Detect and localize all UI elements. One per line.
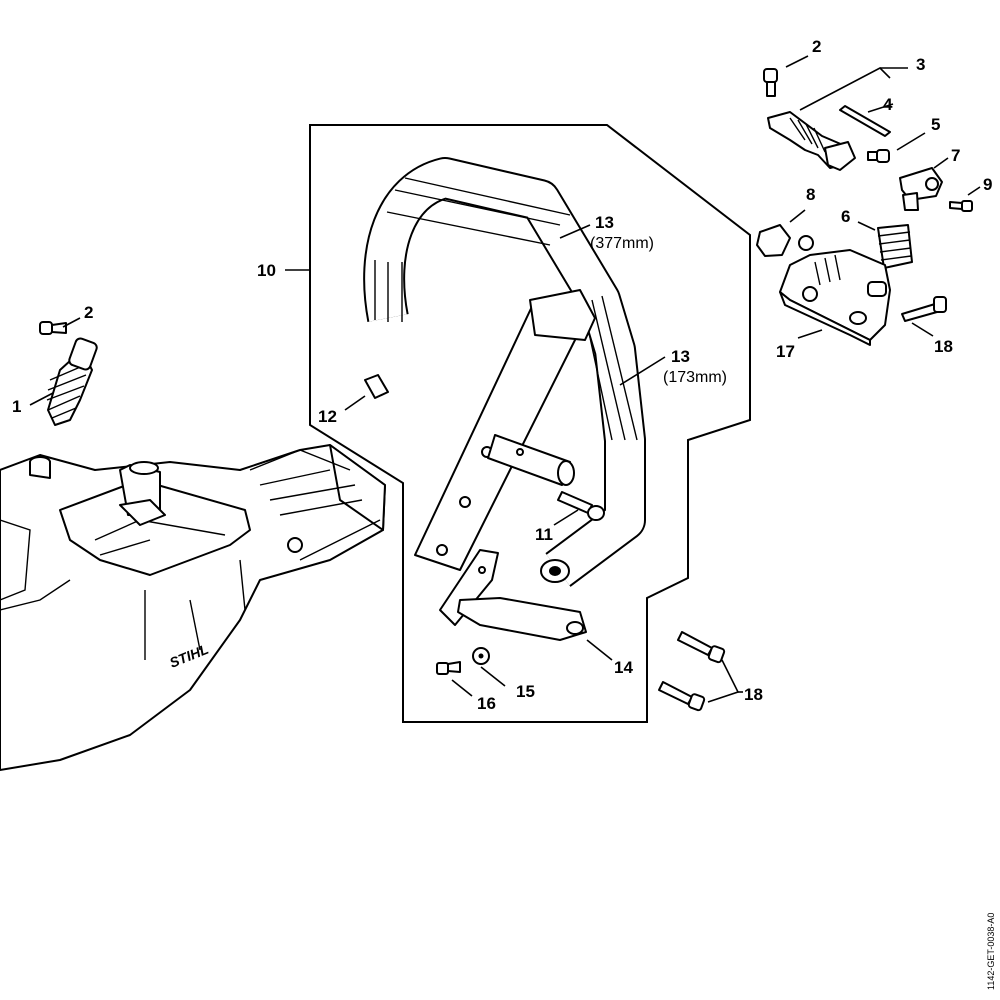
callout-2-top: 2 (812, 37, 821, 56)
screw-9 (949, 200, 973, 212)
sleeve-12 (364, 374, 389, 399)
spacer-tube (487, 434, 575, 486)
callout-13-upper-length: (377mm) (590, 235, 654, 252)
handlebar-assembly-frame (309, 124, 751, 723)
screw-16 (436, 661, 461, 675)
screw-18-top (901, 296, 947, 322)
callout-9: 9 (983, 175, 992, 194)
drawing-reference-code: 1142-GET-0038-A0 (986, 912, 996, 990)
handle-strut (414, 289, 596, 571)
small-screw-5 (867, 149, 890, 163)
callout-18-bottom: 18 (744, 685, 763, 704)
long-pin (839, 105, 891, 137)
screw-11 (557, 491, 605, 521)
callout-13-upper: 13 (595, 213, 614, 232)
callout-6: 6 (841, 207, 850, 226)
callout-8: 8 (806, 185, 815, 204)
callout-2-left: 2 (84, 303, 93, 322)
callout-1: 1 (12, 397, 21, 416)
plug-8 (756, 224, 791, 257)
callout-18-top: 18 (934, 337, 953, 356)
callout-11: 11 (535, 525, 553, 544)
callout-4: 4 (883, 95, 893, 114)
callout-5: 5 (931, 115, 940, 134)
handlebar (363, 157, 646, 587)
screw-left (39, 321, 67, 335)
engine-housing: STIHL (0, 444, 386, 771)
washer-15 (472, 647, 490, 665)
callout-17: 17 (776, 342, 795, 361)
annular-buffer-top (767, 111, 856, 171)
handguard-14 (439, 549, 587, 641)
screw-top (763, 68, 778, 97)
callout-13-lower-length: (173mm) (663, 369, 727, 386)
spring-6 (877, 224, 913, 269)
leader-lines (29, 55, 981, 703)
callouts: 1 2 2 3 4 5 6 7 8 9 10 11 12 13 (377mm) … (12, 37, 992, 713)
callout-12: 12 (318, 407, 337, 426)
callout-15: 15 (516, 682, 535, 701)
mount-bracket-17 (779, 235, 891, 346)
annular-buffer-left (46, 337, 98, 426)
callout-7: 7 (951, 146, 960, 165)
clamp-7 (899, 167, 943, 211)
callout-16: 16 (477, 694, 496, 713)
callout-13-lower: 13 (671, 347, 690, 366)
screws-18-bottom (658, 631, 726, 712)
callout-3: 3 (916, 55, 925, 74)
callout-10: 10 (257, 261, 276, 280)
callout-14: 14 (614, 658, 633, 677)
